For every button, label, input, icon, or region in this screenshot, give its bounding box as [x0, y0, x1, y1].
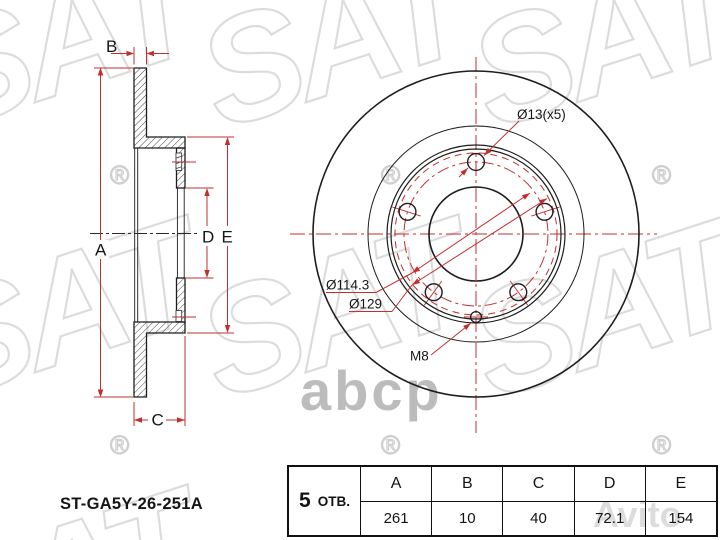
dim-label-a: A — [95, 241, 107, 260]
table-value-d: 72.1 — [573, 502, 645, 535]
table-header-d: D — [573, 467, 645, 502]
front-centerlines — [290, 57, 657, 433]
disc-circles — [312, 70, 640, 398]
center-bore-circle — [428, 186, 524, 282]
section-edge-lines — [134, 148, 185, 322]
bolt-holes — [398, 152, 554, 302]
section-band-top — [133, 67, 186, 149]
holes-label: ОТВ. — [317, 493, 350, 509]
sat-watermark-text: SAT — [450, 0, 720, 160]
table-header-b: B — [431, 467, 503, 502]
holes-count: 5 — [299, 489, 311, 512]
dim-label-d: D — [202, 228, 214, 247]
avito-watermark: Avito — [593, 494, 682, 535]
registered-mark-icon: ® — [652, 430, 671, 460]
holes-count-cell: 5 ОТВ. — [289, 467, 360, 535]
hat-edge-inner-circle — [390, 148, 562, 320]
registered-mark-icon: ® — [110, 430, 129, 460]
ring-circle — [394, 152, 558, 316]
m8-thread-notch-bottom — [175, 310, 183, 322]
braking-band-inner-circle — [367, 125, 585, 343]
dim-label-c: C — [152, 411, 164, 430]
table-header-a: A — [360, 467, 432, 502]
table-value-b: 10 — [431, 502, 502, 535]
sat-watermark-text: SAT — [179, 0, 501, 160]
m8-service-hole — [469, 310, 483, 324]
registered-mark-icon: ® — [110, 160, 129, 190]
abcp-watermark: abcp — [300, 359, 443, 422]
label-bolt-holes: Ø13(x5) — [517, 107, 566, 122]
dim-label-e: E — [222, 228, 233, 247]
part-number: ST-GA5Y-26-251A — [60, 495, 203, 513]
dim-label-b: B — [106, 37, 117, 56]
section-dimension-arrows — [97, 50, 231, 423]
registered-mark-icon: ® — [652, 160, 671, 190]
section-band-bottom — [133, 321, 186, 398]
front-view: Ø13(x5) Ø114.3 Ø129 M8 — [290, 57, 657, 433]
label-thread: M8 — [410, 349, 429, 364]
table-header-e: E — [644, 467, 716, 502]
registered-mark-icon: ® — [381, 160, 400, 190]
cross-section-view: A B C D E — [90, 37, 236, 430]
table-value-c: 40 — [502, 502, 573, 535]
outer-diameter-circle — [312, 70, 640, 398]
pcd-circle — [403, 161, 549, 307]
label-ring-diameter: Ø129 — [349, 297, 382, 312]
front-dimension-arrows — [412, 148, 547, 331]
table-value-e: 154 — [644, 502, 716, 535]
table-value-a: 261 — [360, 502, 431, 535]
label-pcd: Ø114.3 — [326, 278, 369, 293]
table-header-c: C — [502, 467, 574, 502]
dimensions-table: 5 ОТВ. A B C D E 261 10 40 72.1 154 — [287, 465, 718, 537]
registered-mark-icon: ® — [381, 430, 400, 460]
front-dimension-lines — [326, 120, 548, 356]
